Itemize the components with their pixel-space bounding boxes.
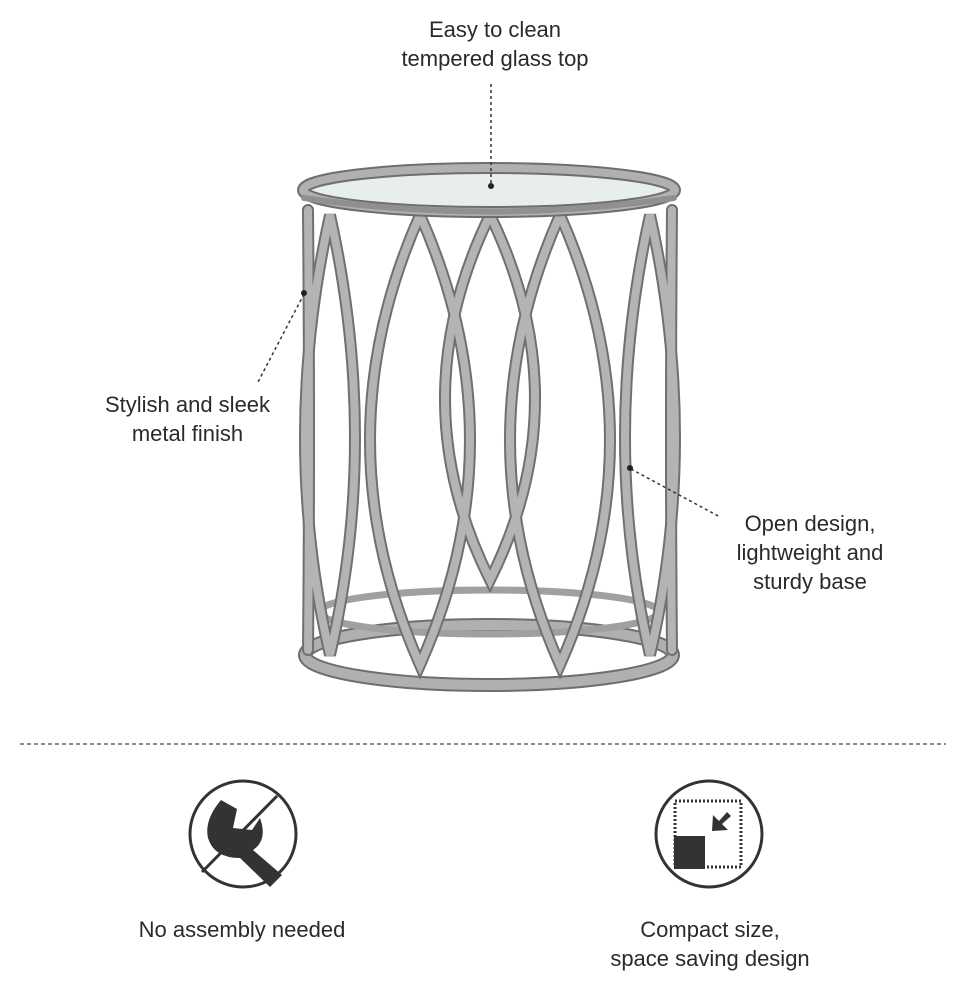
- callout-glass-top: Easy to clean tempered glass top: [401, 17, 589, 71]
- side-table-image: [297, 162, 681, 692]
- compact-size-icon: [654, 779, 764, 889]
- feature-label-no-assembly: No assembly needed: [138, 917, 346, 942]
- no-wrench-icon: [188, 779, 298, 889]
- callout-open-design: Open design, lightweight and sturdy base: [736, 511, 884, 594]
- callout-lines: [257, 84, 721, 518]
- callout-metal-finish: Stylish and sleek metal finish: [104, 392, 271, 446]
- feature-label-compact-size: Compact size, space saving design: [610, 917, 810, 971]
